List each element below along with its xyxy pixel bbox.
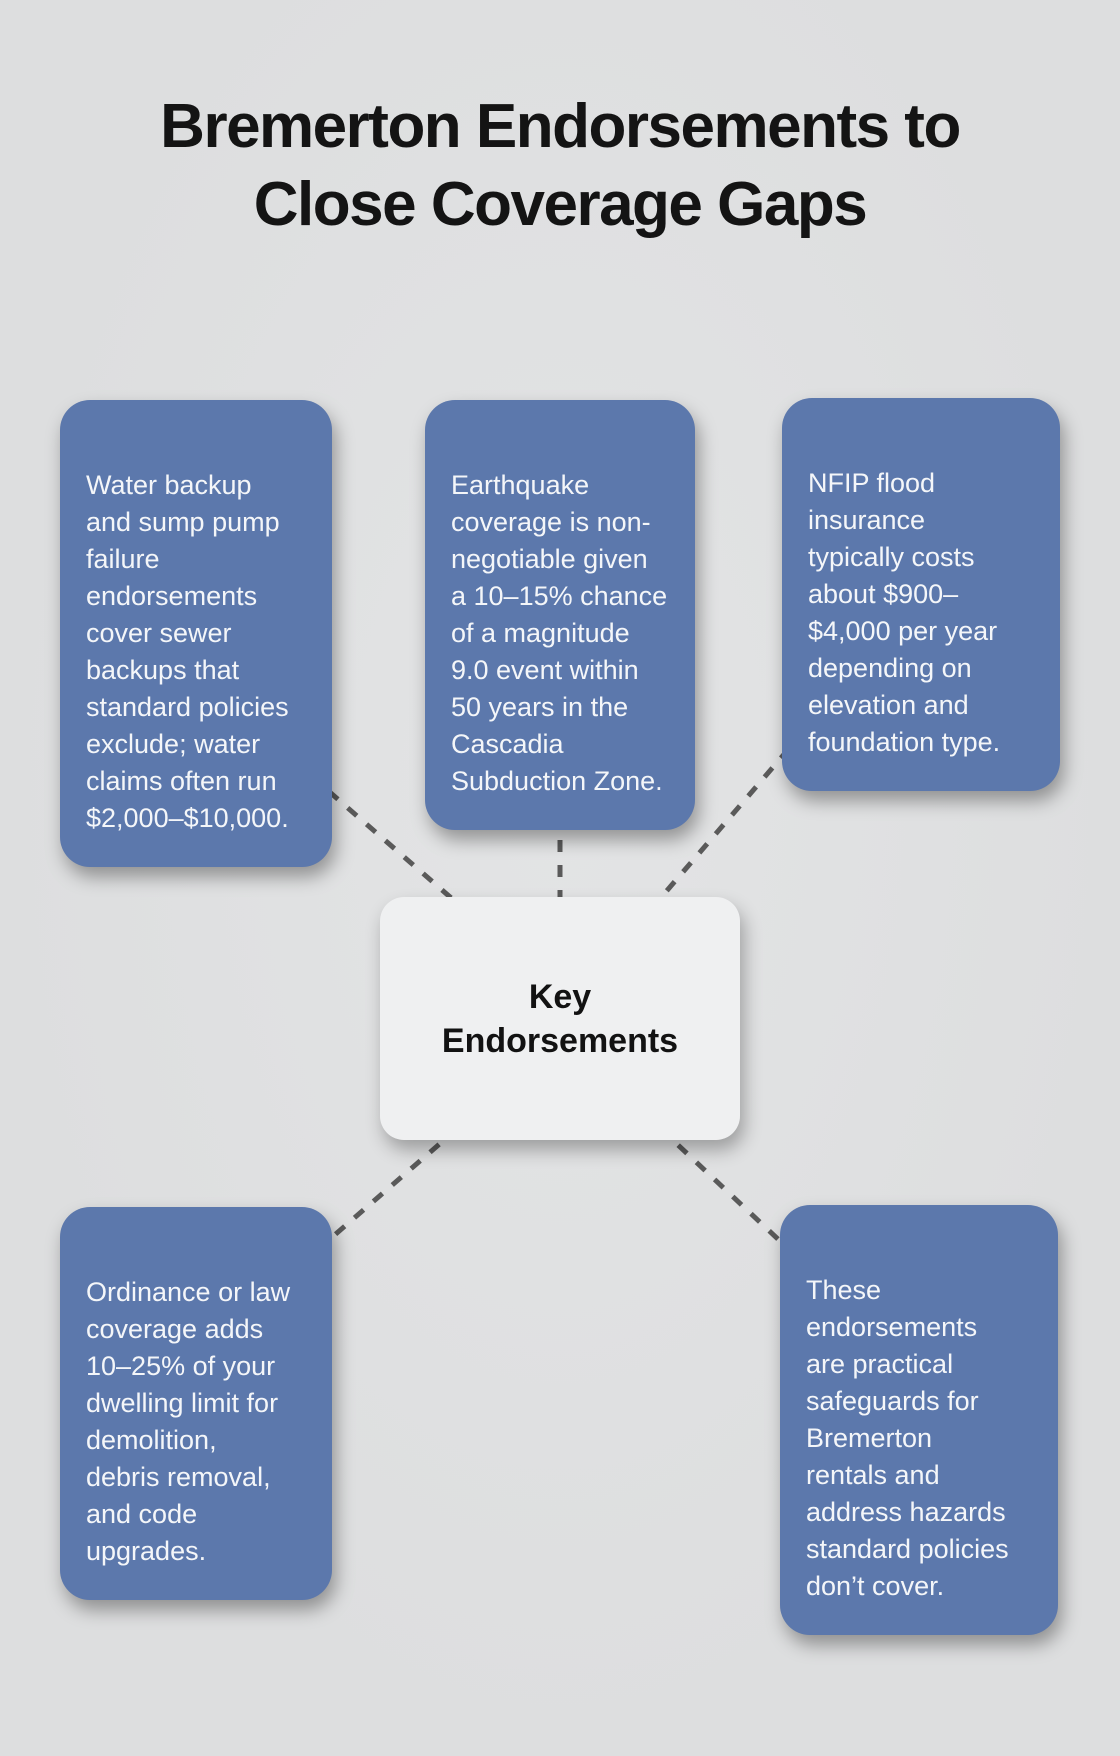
card-earthquake-text: Earthquake coverage is non- negotiable g… xyxy=(451,470,668,796)
center-node-key-endorsements: Key Endorsements xyxy=(380,897,740,1140)
card-ordinance-law-text: Ordinance or law coverage adds 10–25% of… xyxy=(86,1277,291,1566)
card-summary: These endorsements are practical safegua… xyxy=(780,1205,1058,1635)
card-ordinance-law: Ordinance or law coverage adds 10–25% of… xyxy=(60,1207,332,1600)
card-nfip-flood-text: NFIP flood insurance typically costs abo… xyxy=(808,468,1001,757)
connector-line-ordinance-law xyxy=(313,1126,460,1254)
card-water-backup-text: Water backup and sump pump failure endor… xyxy=(86,470,289,833)
card-summary-text: These endorsements are practical safegua… xyxy=(806,1275,1009,1601)
connector-line-summary xyxy=(658,1126,800,1260)
card-earthquake: Earthquake coverage is non- negotiable g… xyxy=(425,400,695,830)
card-nfip-flood: NFIP flood insurance typically costs abo… xyxy=(782,398,1060,791)
center-node-label: Key Endorsements xyxy=(441,977,679,1060)
connector-line-water-backup xyxy=(308,773,467,912)
page-title: Bremerton Endorsements to Close Coverage… xyxy=(160,92,961,239)
card-water-backup: Water backup and sump pump failure endor… xyxy=(60,400,332,867)
